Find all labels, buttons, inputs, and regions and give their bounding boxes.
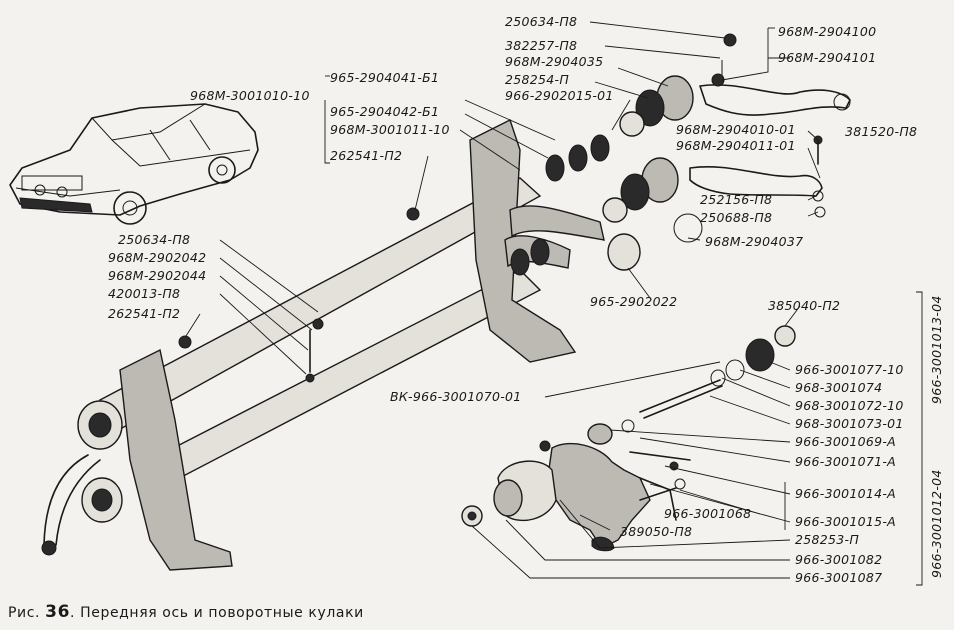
label-250634-mid: 250634-П8 bbox=[118, 232, 190, 247]
label-2904101: 968М-2904101 bbox=[778, 50, 876, 65]
label-2902042: 968М-2902042 bbox=[108, 250, 206, 265]
label-382257: 382257-П8 bbox=[505, 38, 577, 53]
label-3001068: 966-3001068 bbox=[664, 506, 751, 521]
leader-lines bbox=[185, 21, 923, 586]
label-258253: 258253-П bbox=[795, 532, 859, 547]
label-3001074: 968-3001074 bbox=[795, 380, 882, 395]
label-258254: 258254-П bbox=[505, 72, 569, 87]
label-2904010: 968М-2904010-01 bbox=[676, 122, 796, 137]
label-2904041: 965-2904041-Б1 bbox=[330, 70, 439, 85]
car-sketch bbox=[9, 103, 259, 225]
label-vertical-3001012: 966-3001012-04 bbox=[929, 469, 944, 578]
label-3001073: 968-3001073-01 bbox=[795, 416, 904, 431]
knuckle-assembly bbox=[461, 325, 796, 552]
label-3001011: 968М-3001011-10 bbox=[330, 122, 450, 137]
shaft-rings bbox=[510, 134, 610, 276]
caption-number: 36 bbox=[45, 602, 71, 622]
label-252156: 252156-П8 bbox=[700, 192, 772, 207]
axle-beam bbox=[41, 119, 610, 571]
label-3001015: 966-3001015-А bbox=[795, 514, 896, 529]
label-2902015: 966-2902015-01 bbox=[505, 88, 614, 103]
label-3001070: ВК-966-3001070-01 bbox=[390, 389, 522, 404]
caption-prefix: Рис. bbox=[8, 605, 41, 621]
label-2904042: 965-2904042-Б1 bbox=[330, 104, 439, 119]
label-2904011: 968М-2904011-01 bbox=[676, 138, 796, 153]
label-2904035: 968М-2904035 bbox=[505, 54, 603, 69]
label-381520: 381520-П8 bbox=[845, 124, 917, 139]
label-250634-top: 250634-П8 bbox=[505, 14, 577, 29]
label-3001014: 966-3001014-А bbox=[795, 486, 896, 501]
label-3001072: 968-3001072-10 bbox=[795, 398, 904, 413]
label-3001071: 966-3001071-А bbox=[795, 454, 896, 469]
label-3001077: 966-3001077-10 bbox=[795, 362, 904, 377]
caption-text: . Передняя ось и поворотные кулаки bbox=[70, 605, 364, 621]
label-420013: 420013-П8 bbox=[108, 286, 180, 301]
label-385040: 385040-П2 bbox=[768, 298, 840, 313]
lower-lever-assembly bbox=[602, 135, 826, 271]
label-250688: 250688-П8 bbox=[700, 210, 772, 225]
label-2902044: 968М-2902044 bbox=[108, 268, 206, 283]
label-389050: 389050-П8 bbox=[620, 524, 692, 539]
label-2904100: 968М-2904100 bbox=[778, 24, 876, 39]
upper-lever-assembly bbox=[619, 33, 851, 137]
label-262541-mid: 262541-П2 bbox=[108, 306, 180, 321]
label-3001087: 966-3001087 bbox=[795, 570, 882, 585]
label-3001010: 968М-3001010-10 bbox=[190, 88, 310, 103]
label-3001082: 966-3001082 bbox=[795, 552, 882, 567]
label-vertical-3001013: 966-3001013-04 bbox=[929, 295, 944, 404]
part-labels: 250634-П8 382257-П8 968М-2904035 258254-… bbox=[108, 14, 944, 585]
label-3001069: 966-3001069-А bbox=[795, 434, 896, 449]
label-2902022: 965-2902022 bbox=[590, 294, 677, 309]
label-2904037: 968М-2904037 bbox=[705, 234, 803, 249]
figure-caption: Рис. 36. Передняя ось и поворотные кулак… bbox=[8, 602, 364, 622]
label-262541-top: 262541-П2 bbox=[330, 148, 402, 163]
